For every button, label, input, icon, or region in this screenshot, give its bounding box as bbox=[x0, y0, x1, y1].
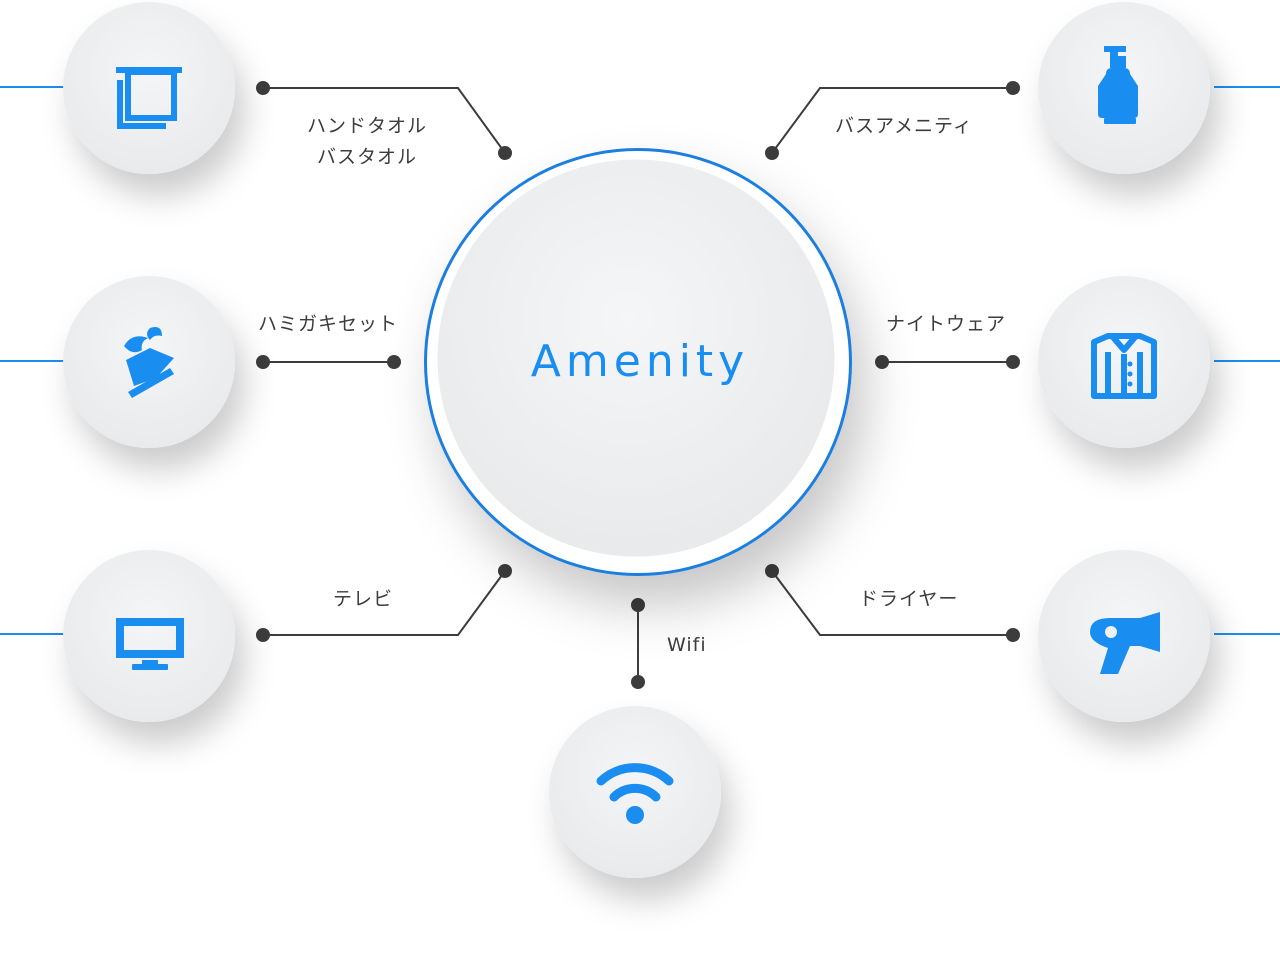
node-towel bbox=[63, 2, 235, 174]
shirt-buttons bbox=[1127, 361, 1133, 387]
tv-icon bbox=[116, 618, 184, 670]
connector-towel bbox=[263, 87, 506, 154]
connector-bath bbox=[771, 87, 1013, 154]
label-bath: バスアメニティ bbox=[835, 115, 973, 137]
connector-dryer bbox=[771, 570, 1013, 636]
towel-icon bbox=[116, 67, 182, 129]
node-tv bbox=[63, 550, 235, 722]
hub bbox=[424, 148, 852, 576]
toothbrush-icon bbox=[124, 327, 174, 398]
hub-title: Amenity bbox=[530, 336, 750, 387]
connector-dots bbox=[256, 81, 1020, 689]
shirt-icon bbox=[1091, 333, 1157, 399]
connectors bbox=[263, 87, 1013, 682]
label-tv: テレビ bbox=[333, 588, 394, 610]
connector-tv bbox=[263, 570, 506, 636]
pump-bottle-icon bbox=[1098, 46, 1138, 124]
label-nightwear: ナイトウェア bbox=[886, 313, 1007, 335]
label-wifi: Wifi bbox=[667, 634, 707, 656]
label-dryer: ドライヤー bbox=[859, 588, 959, 610]
hair-dryer-icon bbox=[1090, 612, 1160, 674]
label-toothbrush: ハミガキセット bbox=[258, 313, 399, 335]
edge-lines bbox=[0, 86, 1280, 635]
label-towel: ハンドタオル バスタオル bbox=[307, 115, 428, 168]
wifi-icon bbox=[596, 763, 674, 824]
